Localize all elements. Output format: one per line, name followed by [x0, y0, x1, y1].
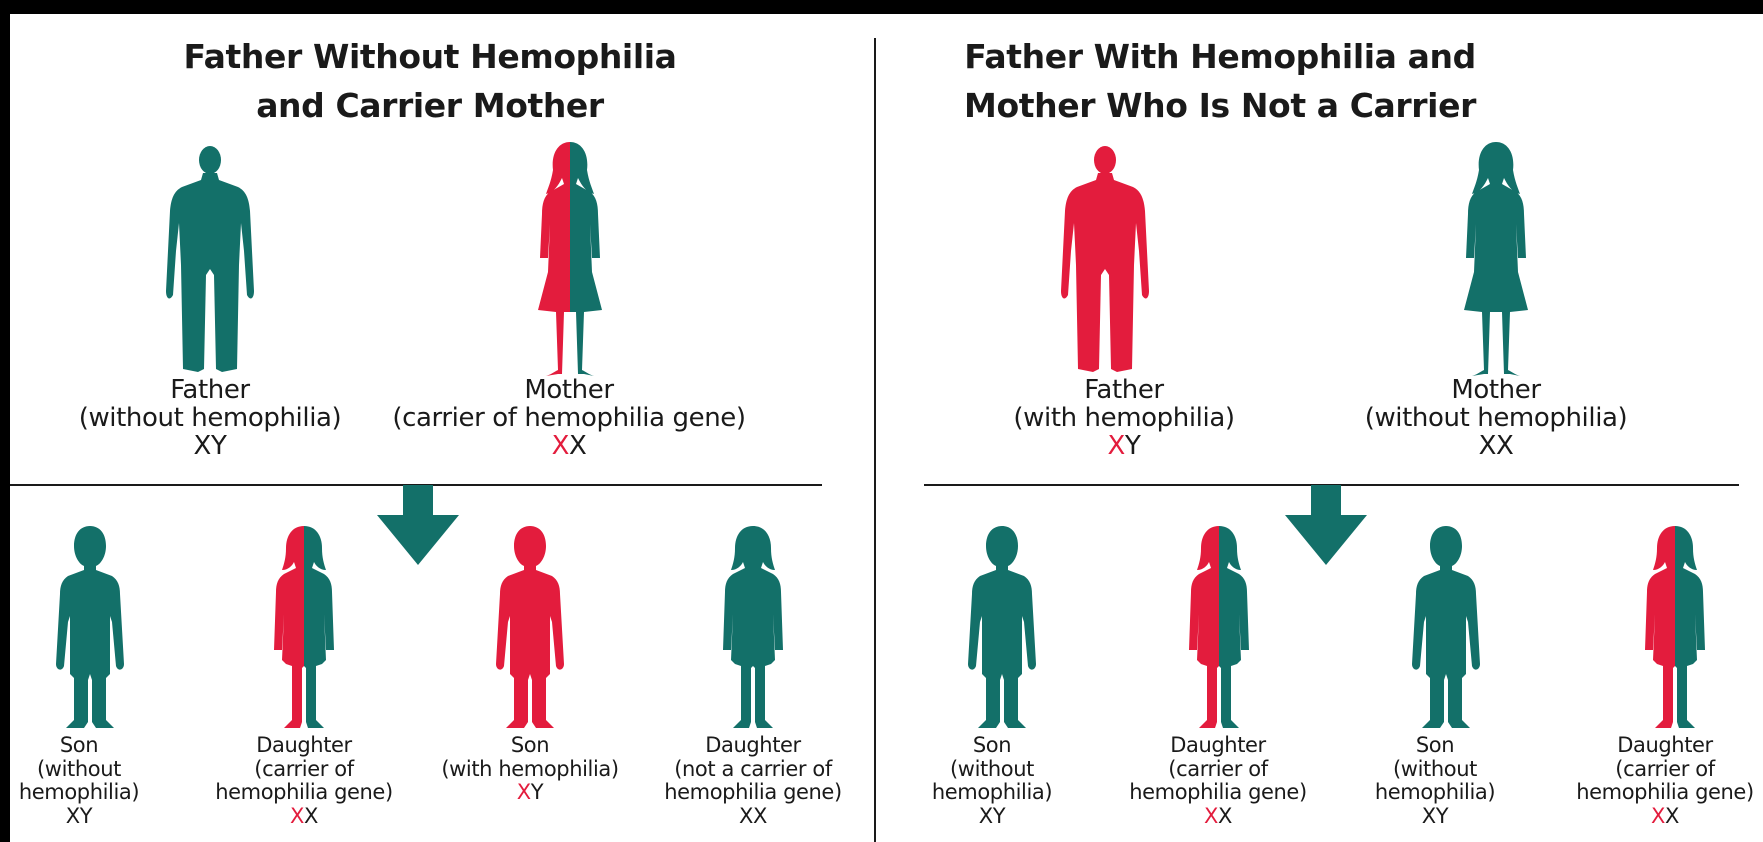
top-border	[0, 0, 1763, 14]
child-desc-line2: hemophilia gene)	[1129, 781, 1307, 805]
child-desc-line1: (carrier of	[1129, 758, 1307, 782]
panel-1-son-2-boy-figure-icon	[492, 524, 568, 730]
panel-2-title: Father With Hemophilia and Mother Who Is…	[900, 32, 1540, 130]
panel-2-title-line2: Mother Who Is Not a Carrier	[900, 81, 1540, 130]
panel-1-mother-woman-figure-icon	[520, 140, 620, 376]
panel-1-child-1-label: Son (without hemophilia) XY	[19, 734, 139, 828]
panel-1-father-genotype: XY	[79, 432, 342, 460]
panel-1-father-desc: (without hemophilia)	[79, 404, 342, 432]
child-desc-line1: (without	[1375, 758, 1495, 782]
panel-1-daughter-2-girl-figure-icon	[715, 524, 791, 730]
panel-1-mother-genotype: XX	[392, 432, 745, 460]
panel-2-mother-desc: (without hemophilia)	[1365, 404, 1628, 432]
panel-divider	[874, 38, 876, 842]
panel-2-father-role: Father	[1013, 376, 1234, 404]
child-genotype: XX	[215, 805, 393, 829]
panel-1-mother-label: Mother (carrier of hemophilia gene) XX	[392, 376, 745, 460]
panel-1-father-role: Father	[79, 376, 342, 404]
child-role: Son	[19, 734, 139, 758]
child-genotype: XX	[1576, 805, 1754, 829]
panel-2-daughter-2-girl-figure-icon	[1637, 524, 1713, 730]
child-role: Daughter	[215, 734, 393, 758]
child-desc-line2: hemophilia)	[932, 781, 1052, 805]
child-role: Daughter	[664, 734, 842, 758]
panel-2-child-1-label: Son (without hemophilia) XY	[932, 734, 1052, 828]
panel-2-father-label: Father (with hemophilia) XY	[1013, 376, 1234, 460]
child-role: Son	[1375, 734, 1495, 758]
panel-1-son-1-boy-figure-icon	[52, 524, 128, 730]
panel-1-child-4-label: Daughter (not a carrier of hemophilia ge…	[664, 734, 842, 828]
panel-2-son-1-boy-figure-icon	[964, 524, 1040, 730]
child-desc-line2: hemophilia)	[1375, 781, 1495, 805]
child-genotype: XY	[1375, 805, 1495, 829]
panel-2-child-3-label: Son (without hemophilia) XY	[1375, 734, 1495, 828]
panel-1-mother-desc: (carrier of hemophilia gene)	[392, 404, 745, 432]
panel-2-mother-label: Mother (without hemophilia) XX	[1365, 376, 1628, 460]
panel-2-son-2-boy-figure-icon	[1408, 524, 1484, 730]
child-genotype: XY	[19, 805, 139, 829]
panel-1-title-line2: and Carrier Mother	[110, 81, 750, 130]
panel-2-child-4-label: Daughter (carrier of hemophilia gene) XX	[1576, 734, 1754, 828]
child-desc-line2: hemophilia gene)	[1576, 781, 1754, 805]
child-role: Son	[441, 734, 618, 758]
panel-2-mother-genotype: XX	[1365, 432, 1628, 460]
diagram-canvas: Father Without Hemophilia and Carrier Mo…	[10, 14, 1763, 842]
panel-2-daughter-1-girl-figure-icon	[1181, 524, 1257, 730]
child-genotype: XY	[932, 805, 1052, 829]
panel-2-father-genotype: XY	[1013, 432, 1234, 460]
panel-2-father-man-figure-icon	[1057, 143, 1153, 375]
child-desc-line1: (without	[932, 758, 1052, 782]
child-desc-line1: (without	[19, 758, 139, 782]
panel-2-title-line1: Father With Hemophilia and	[900, 32, 1540, 81]
child-genotype: XX	[664, 805, 842, 829]
child-desc-line1: (carrier of	[215, 758, 393, 782]
child-role: Daughter	[1129, 734, 1307, 758]
panel-2-child-2-label: Daughter (carrier of hemophilia gene) XX	[1129, 734, 1307, 828]
panel-1-daughter-1-girl-figure-icon	[266, 524, 342, 730]
child-role: Son	[932, 734, 1052, 758]
panel-1-mother-role: Mother	[392, 376, 745, 404]
child-desc-line1: (with hemophilia)	[441, 758, 618, 782]
panel-1-title-line1: Father Without Hemophilia	[110, 32, 750, 81]
child-genotype: XY	[441, 781, 618, 805]
panel-2-down-arrow-icon	[1285, 485, 1367, 565]
child-role: Daughter	[1576, 734, 1754, 758]
panel-1-father-label: Father (without hemophilia) XY	[79, 376, 342, 460]
panel-1-title: Father Without Hemophilia and Carrier Mo…	[110, 32, 750, 130]
panel-1-child-2-label: Daughter (carrier of hemophilia gene) XX	[215, 734, 393, 828]
child-genotype: XX	[1129, 805, 1307, 829]
child-desc-line1: (not a carrier of	[664, 758, 842, 782]
child-desc-line2: hemophilia)	[19, 781, 139, 805]
panel-1-down-arrow-icon	[377, 485, 459, 565]
panel-1-father-man-figure-icon	[162, 143, 258, 375]
child-desc-line2: hemophilia gene)	[215, 781, 393, 805]
panel-2-mother-woman-figure-icon	[1446, 140, 1546, 376]
panel-1-child-3-label: Son (with hemophilia) XY	[441, 734, 618, 805]
child-desc-line2: hemophilia gene)	[664, 781, 842, 805]
panel-2-mother-role: Mother	[1365, 376, 1628, 404]
child-desc-line1: (carrier of	[1576, 758, 1754, 782]
panel-2-father-desc: (with hemophilia)	[1013, 404, 1234, 432]
